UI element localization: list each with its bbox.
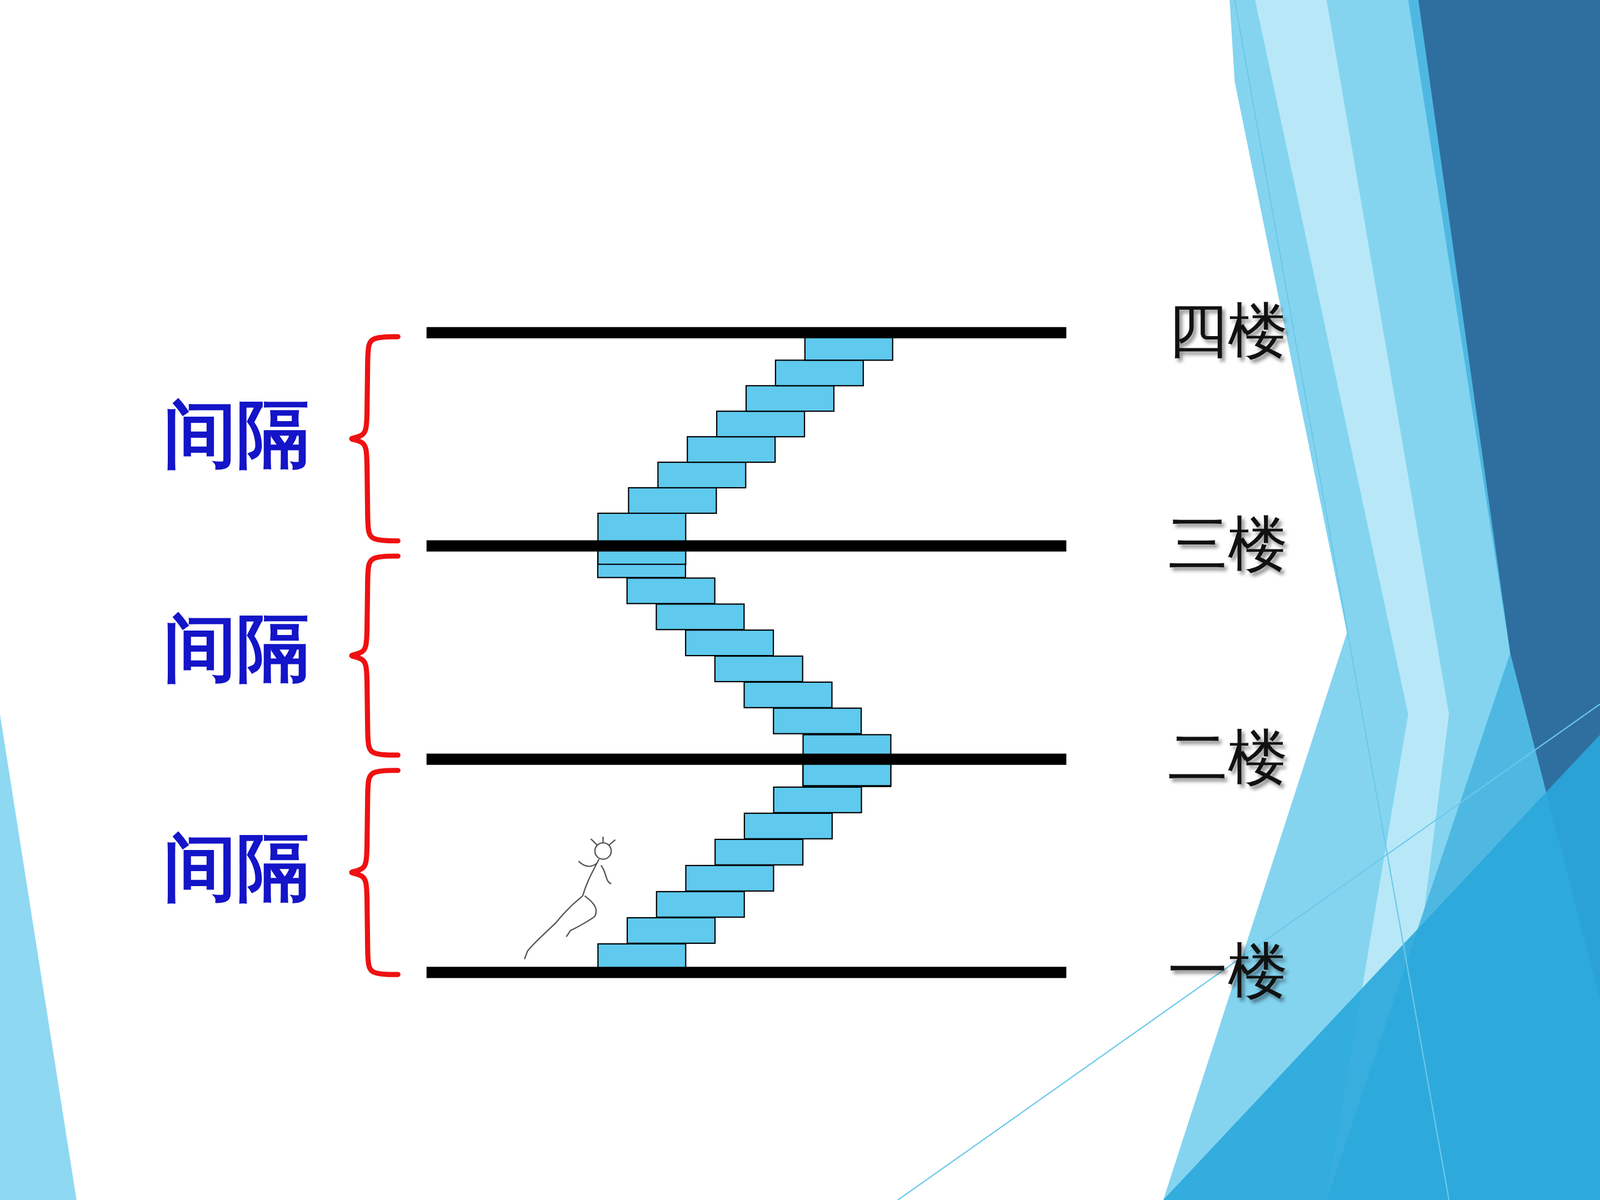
stair-step [597,513,686,565]
stair-step [627,578,715,604]
stair-step [597,943,686,970]
floor-line [426,327,1067,339]
stair-step [715,656,803,682]
runner-arms [578,861,612,884]
curly-brace [351,336,398,541]
bright-band [1163,734,1600,1200]
floor-line [426,753,1067,765]
stair-step [744,813,833,839]
runner-head [595,842,612,859]
thin-line [1234,0,1449,1200]
left-band [0,714,77,1200]
floor-lines [426,332,1067,973]
light-band [1163,0,1600,1200]
floor-label: 三楼 [1167,511,1288,578]
floor-label: 四楼 [1167,297,1288,364]
stair-step [656,891,745,918]
runner-front-leg [566,896,597,937]
stair-step [627,917,715,944]
stair-step [773,787,862,813]
interval-label: 间隔 [163,827,310,908]
stair-step [687,436,775,463]
runner-hair [590,836,615,845]
stair-step [628,487,717,514]
runner-back-leg [524,896,583,960]
curly-brace [351,770,398,975]
stair-step [746,385,834,412]
stair-step [805,334,893,360]
stair-step [656,603,744,630]
stair-step [685,865,774,892]
stair-step [716,411,805,437]
interval-label: 间隔 [163,393,310,474]
stair-step [775,360,864,386]
stair-step [685,630,774,656]
stair-step [773,708,862,734]
floor-line [426,540,1067,552]
stair-step [657,462,746,488]
curly-brace [351,556,398,755]
floor-label: 二楼 [1167,723,1288,790]
runner-torso [582,859,599,897]
runner-figure [524,836,615,959]
stair-steps [597,334,893,969]
interval-label: 间隔 [163,607,310,689]
interval-braces [351,336,398,975]
floor-line [426,966,1067,978]
thin-line [897,703,1600,1200]
stair-step [715,839,803,865]
stair-step [744,682,833,708]
floor-label: 一楼 [1167,937,1288,1004]
